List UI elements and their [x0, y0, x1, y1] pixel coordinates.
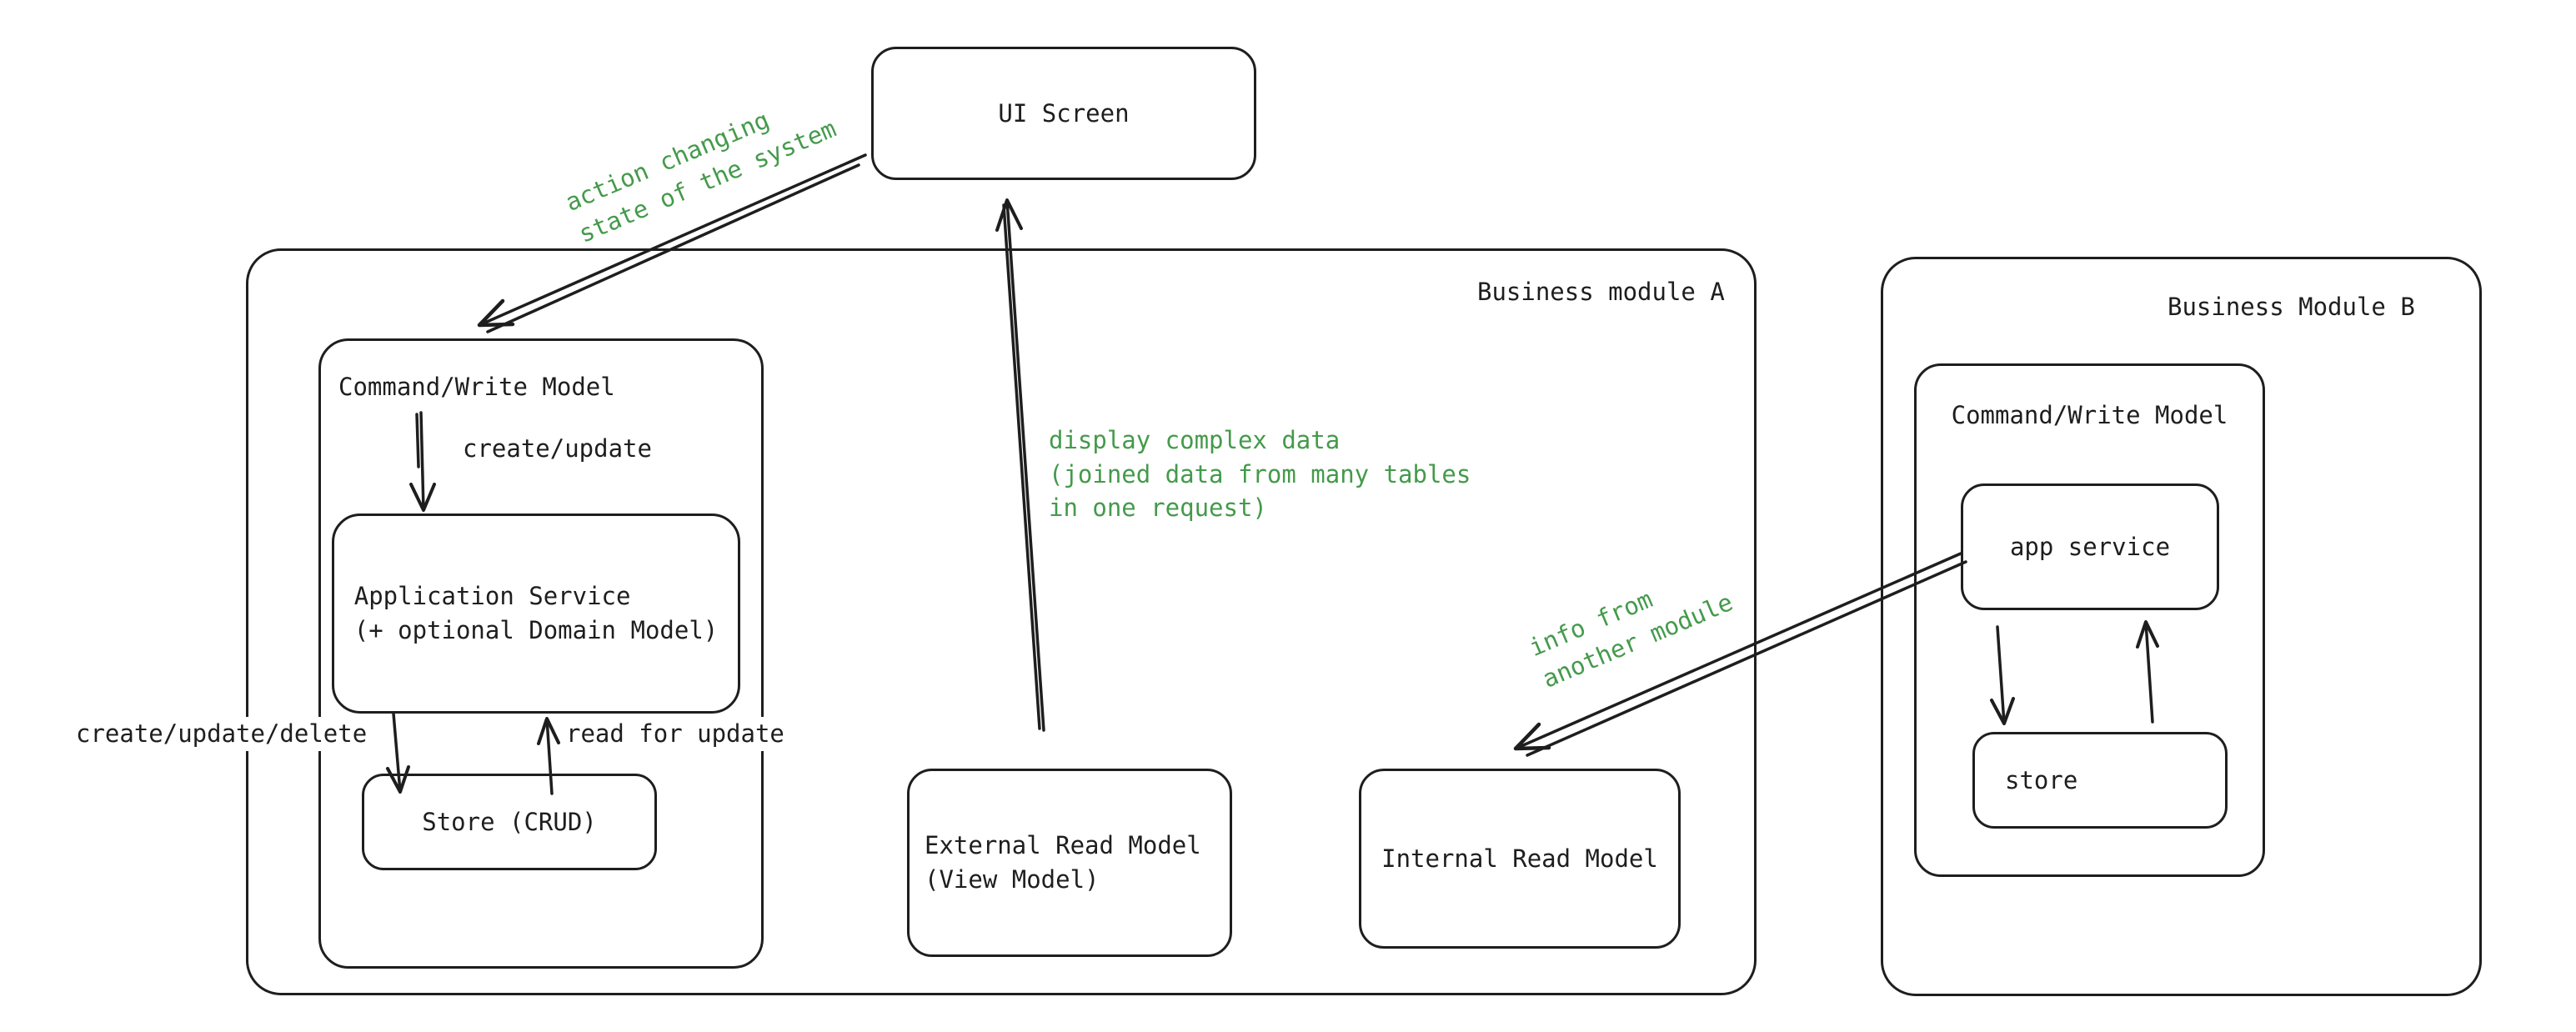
app-service-label: app service [2009, 532, 2171, 561]
external-read-model-label-line1: External Read Model [925, 831, 1201, 860]
application-service-label-line2: (+ optional Domain Model) [353, 616, 719, 644]
action-changing-annotation: action changing state of the system [560, 80, 841, 250]
external-read-model-label-line2: (View Model) [925, 865, 1100, 894]
display-complex-annotation: display complex data (joined data from m… [1049, 423, 1471, 525]
application-service-node: Application Service (+ optional Domain M… [332, 513, 740, 714]
display-complex-line3: in one request) [1049, 493, 1267, 523]
command-write-model-a-title: Command/Write Model [338, 373, 615, 401]
module-a-title: Business module A [1477, 278, 1725, 306]
store-crud-label: Store (CRUD) [422, 807, 597, 836]
store-b-node: store [1972, 732, 2228, 829]
display-complex-line1: display complex data [1049, 426, 1341, 454]
external-read-model-node: External Read Model (View Model) [907, 769, 1232, 957]
command-write-model-b-title: Command/Write Model [1951, 401, 2228, 429]
ui-screen-label: UI Screen [998, 98, 1130, 128]
create-update-label: create/update [460, 432, 654, 466]
module-b-title: Business Module B [2168, 293, 2415, 321]
internal-read-model-label: Internal Read Model [1381, 844, 1658, 873]
application-service-label-line1: Application Service [353, 582, 631, 611]
command-write-model-a-container [318, 338, 764, 969]
display-complex-line2: (joined data from many tables [1049, 459, 1471, 488]
read-for-update-label: read for update [564, 717, 787, 751]
app-service-node: app service [1961, 483, 2219, 610]
store-b-label: store [2005, 765, 2078, 794]
store-crud-node: Store (CRUD) [362, 774, 657, 870]
internal-read-model-node: Internal Read Model [1359, 769, 1681, 949]
ui-screen-node: UI Screen [871, 47, 1256, 180]
create-update-delete-label: create/update/delete [73, 717, 370, 751]
